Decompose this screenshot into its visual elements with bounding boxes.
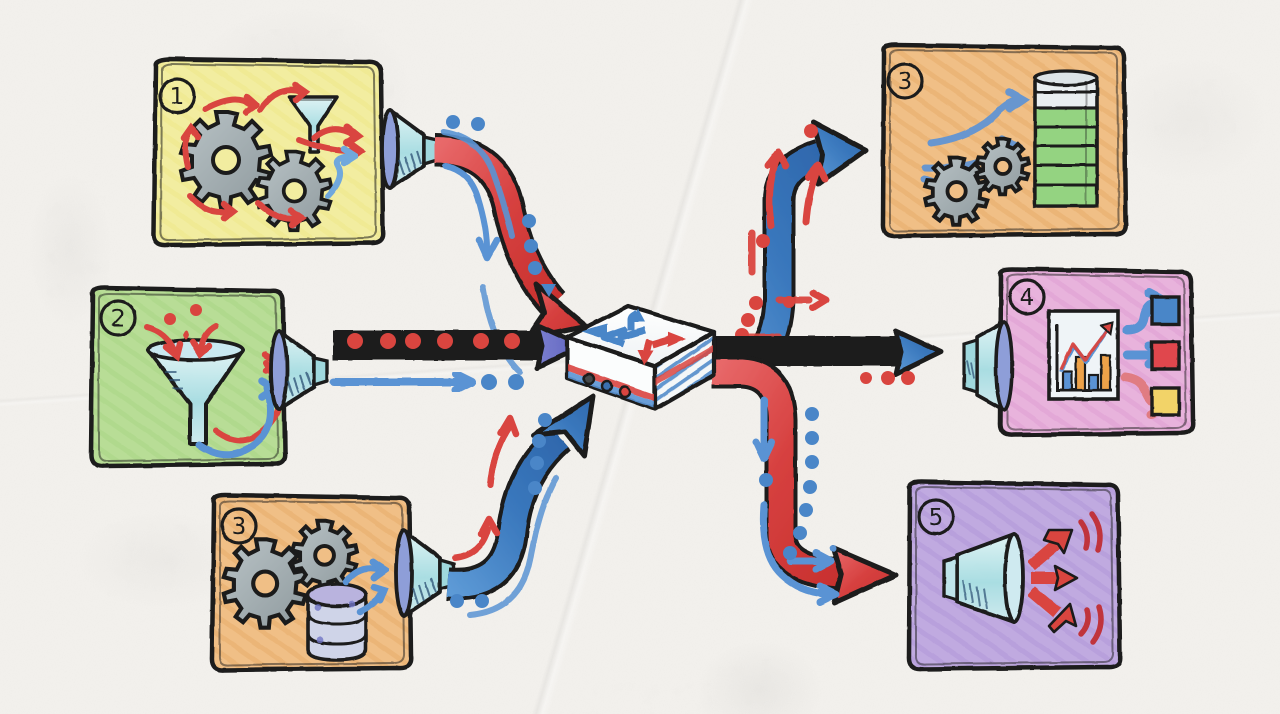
flow-hub-to-5-blue-companions	[752, 396, 840, 606]
source-3-number: 3	[232, 514, 247, 540]
blue-arrow-left	[600, 326, 646, 348]
destination-4-number: 4	[1020, 285, 1035, 311]
box2-red-dots	[164, 304, 202, 340]
flow-1-blue-companions	[441, 129, 523, 375]
hub-top-arrows	[581, 309, 686, 365]
source-2-number-badge: 2	[99, 299, 137, 337]
flow-3-blue-thin-arc	[467, 475, 559, 618]
megaphone-icon	[942, 532, 1025, 624]
led-red	[618, 385, 632, 399]
flow-hub-to-4-red-dots	[860, 371, 915, 385]
destination-3-number-badge: 3	[886, 62, 924, 100]
led-dark	[582, 372, 596, 386]
box1-red-arrows	[180, 81, 366, 229]
cone-emitter-3	[394, 528, 456, 618]
square-red	[1150, 340, 1181, 371]
cone-emitter-1	[380, 108, 439, 190]
gear-large-icon-d3	[922, 155, 991, 227]
source-1-number-badge: 1	[158, 77, 196, 115]
gear-small-icon	[255, 149, 334, 233]
flow-hub-to-5-blue-dots	[759, 407, 819, 560]
central-hub[interactable]	[564, 303, 717, 412]
chart-document-icon	[1047, 309, 1120, 401]
led-blue	[600, 379, 614, 393]
gear-large-icon-b3	[221, 537, 309, 630]
dest4-squares	[1150, 295, 1181, 417]
server-stack-icon	[1033, 69, 1099, 208]
cone-receiver-4	[962, 320, 1014, 412]
source-3-number-badge: 3	[220, 507, 258, 545]
dest5-red-arrows	[1027, 538, 1062, 618]
box3-blue-arrows	[342, 558, 392, 616]
flow-1-blue-dots	[446, 115, 556, 297]
flow-2-red-dots	[347, 333, 520, 349]
dest5-arrowheads	[1042, 528, 1079, 634]
flow-3-red-companions	[452, 414, 520, 561]
flow-2-blue-dots	[481, 374, 524, 390]
source-2-number: 2	[111, 306, 126, 332]
database-cylinder-icon	[306, 582, 368, 662]
source-1-number: 1	[170, 84, 185, 110]
flow-3-blue-dots	[450, 413, 552, 608]
destination-5-number: 5	[929, 505, 944, 531]
flow-hub-to-4	[712, 328, 944, 377]
destination-5-number-badge: 5	[917, 498, 955, 536]
flow-2-blue-thin-arrow	[330, 370, 476, 394]
destination-4-number-badge: 4	[1008, 278, 1046, 316]
dest5-signal-arcs	[1078, 511, 1104, 645]
box1-blue-arrow	[325, 145, 362, 199]
cone-emitter-2	[269, 329, 329, 411]
gear-small-icon-d3	[974, 136, 1032, 197]
gear-large-icon	[178, 110, 274, 210]
flow-hub-to-3-red-dots	[735, 124, 818, 342]
square-blue	[1150, 295, 1181, 326]
flow-hub-to-5	[712, 355, 899, 606]
destination-3-number: 3	[898, 69, 913, 95]
square-yellow	[1150, 386, 1181, 417]
